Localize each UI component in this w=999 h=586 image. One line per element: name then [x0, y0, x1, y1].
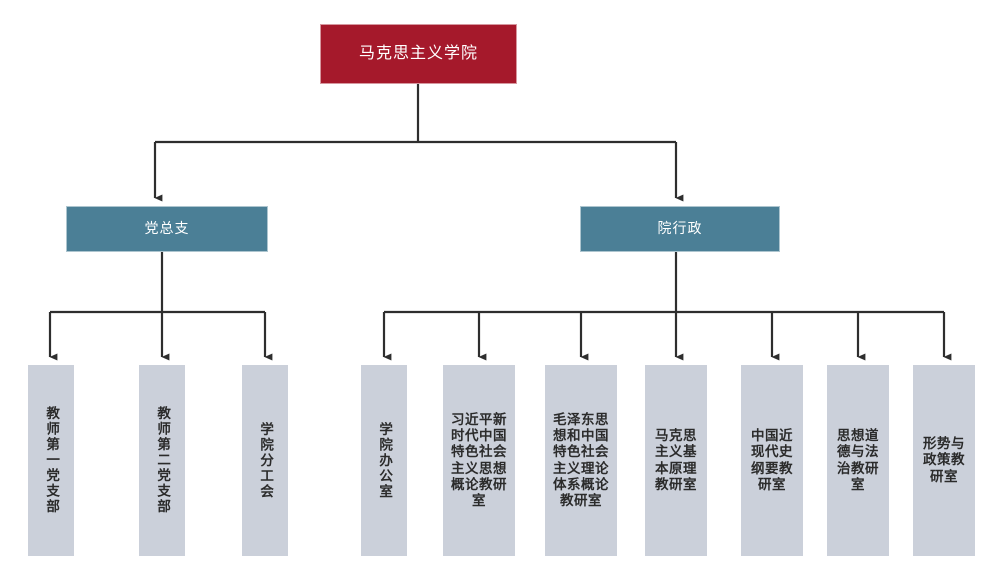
node-college-office[interactable]: 学院办公室	[361, 365, 407, 556]
node-college-administration-label: 院行政	[657, 220, 703, 237]
node-party-committee-label: 党总支	[144, 220, 190, 237]
node-current-affairs-policy-department[interactable]: 形势与政策教研室	[913, 365, 975, 556]
node-root-institute[interactable]: 马克思主义学院	[320, 24, 517, 84]
node-teacher-party-branch-1[interactable]: 教师第一党支部	[28, 365, 74, 556]
node-xi-jinping-thought-department[interactable]: 习近平新时代中国特色社会主义思想概论教研室	[443, 365, 515, 556]
node-current-affairs-policy-department-label: 形势与政策教研室	[923, 436, 965, 484]
node-modern-chinese-history-department[interactable]: 中国近现代史纲要教研室	[741, 365, 803, 556]
node-college-labor-union[interactable]: 学院分工会	[242, 365, 288, 556]
node-xi-jinping-thought-department-label: 习近平新时代中国特色社会主义思想概论教研室	[451, 411, 507, 508]
node-teacher-party-branch-2-label: 教师第二党支部	[155, 406, 171, 515]
node-college-administration[interactable]: 院行政	[580, 206, 780, 252]
node-ethics-and-rule-of-law-department-label: 思想道德与法治教研室	[837, 428, 879, 492]
node-teacher-party-branch-2[interactable]: 教师第二党支部	[139, 365, 185, 556]
node-college-labor-union-label: 学院分工会	[258, 421, 274, 500]
node-modern-chinese-history-department-label: 中国近现代史纲要教研室	[751, 428, 793, 492]
node-root-label: 马克思主义学院	[358, 44, 478, 62]
node-mao-zedong-thought-department[interactable]: 毛泽东思想和中国特色社会主义理论体系概论教研室	[545, 365, 617, 556]
node-marxism-principles-department-label: 马克思主义基本原理教研室	[655, 428, 697, 492]
node-party-committee[interactable]: 党总支	[66, 206, 268, 252]
node-ethics-and-rule-of-law-department[interactable]: 思想道德与法治教研室	[827, 365, 889, 556]
node-college-office-label: 学院办公室	[377, 421, 393, 500]
node-mao-zedong-thought-department-label: 毛泽东思想和中国特色社会主义理论体系概论教研室	[553, 411, 609, 508]
node-teacher-party-branch-1-label: 教师第一党支部	[44, 406, 60, 515]
node-marxism-principles-department[interactable]: 马克思主义基本原理教研室	[645, 365, 707, 556]
